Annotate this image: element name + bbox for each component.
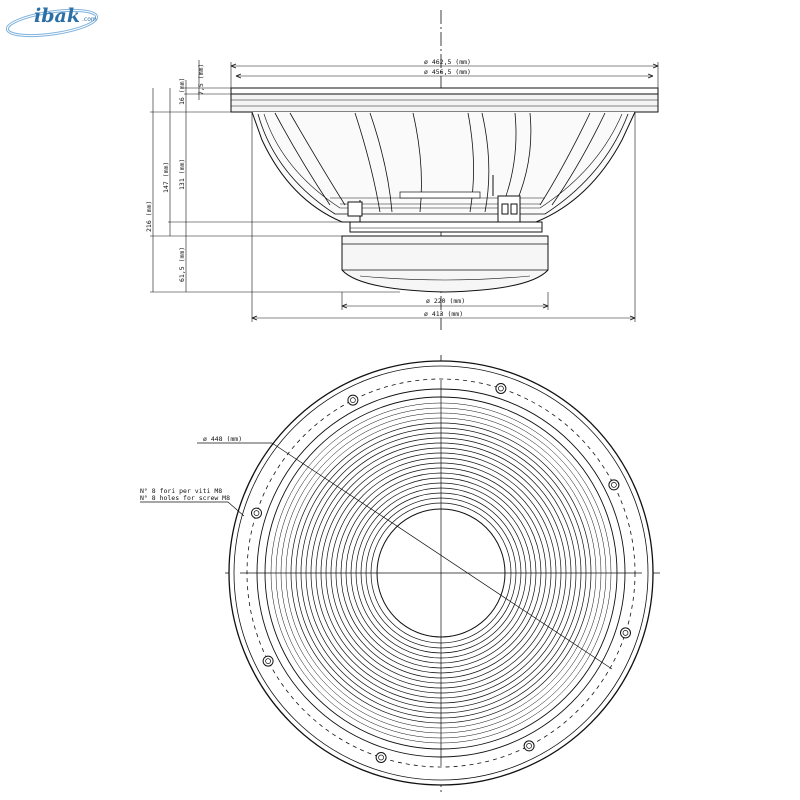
dim-flange-thickness: 7,5 (mm) <box>197 64 205 95</box>
mounting-hole <box>262 655 274 667</box>
basket-rib <box>412 112 422 213</box>
dimension-labels: ø 462,5 (mm) ø 456,5 (mm) ø 220 (mm) ø 4… <box>140 58 471 502</box>
basket-rib <box>467 112 474 213</box>
mounting-hole <box>523 740 535 752</box>
mounting-holes <box>251 383 631 763</box>
front-view <box>140 355 660 795</box>
dim-inner-flange: ø 456,5 (mm) <box>424 68 471 76</box>
dim-basket-depth: 147 (mm) <box>162 162 170 193</box>
magnet-body <box>341 235 549 293</box>
holes-note-it: N° 8 fori per viti M8 <box>140 487 222 495</box>
logo-tld: .com <box>82 16 97 23</box>
basket-rib <box>481 112 490 213</box>
mounting-hole <box>375 752 387 763</box>
dim-bolt-circle: ø 448 (mm) <box>203 435 242 443</box>
dim-outer-flange: ø 462,5 (mm) <box>424 58 471 66</box>
mounting-hole-inner <box>350 397 356 403</box>
mounting-hole-inner <box>378 754 384 761</box>
dim-magnet-height: 61,5 (mm) <box>178 247 186 282</box>
diameter-line <box>271 442 613 670</box>
basket-rib <box>551 112 606 206</box>
site-logo: ibak .com <box>2 2 114 44</box>
mounting-hole <box>251 507 262 519</box>
mounting-hole-inner <box>265 658 271 664</box>
flange-body <box>230 93 659 113</box>
basket-rib <box>289 112 346 206</box>
mounting-hole <box>608 479 620 491</box>
basket-rib <box>274 112 331 206</box>
holes-note-en: N° 8 holes for screw M8 <box>140 494 230 502</box>
dim-basket-inner: 131 (mm) <box>178 159 186 190</box>
dim-cutout-diameter: ø 413 (mm) <box>424 310 463 318</box>
mounting-hole-inner <box>526 743 532 749</box>
basket-rib <box>354 112 381 213</box>
logo-wordmark: ibak <box>34 5 80 27</box>
dim-flange-step: 16 (mm) <box>178 78 186 105</box>
mounting-hole <box>495 383 507 394</box>
mounting-hole-inner <box>253 510 260 516</box>
swoosh-icon <box>5 8 99 38</box>
mounting-hole <box>347 394 359 406</box>
terminal-block <box>347 175 521 223</box>
basket-rib <box>539 112 591 206</box>
mounting-hole-inner <box>498 385 504 392</box>
mounting-hole-inner <box>611 482 617 488</box>
top-plate <box>349 221 543 233</box>
dim-magnet-diameter: ø 220 (mm) <box>426 297 465 305</box>
mounting-hole <box>620 627 631 639</box>
mounting-hole-inner <box>622 630 629 636</box>
flange-top <box>230 87 659 95</box>
dim-total-depth: 216 (mm) <box>145 201 153 232</box>
basket-outline <box>251 111 636 223</box>
basket-rib <box>369 112 393 213</box>
side-view <box>150 10 659 330</box>
